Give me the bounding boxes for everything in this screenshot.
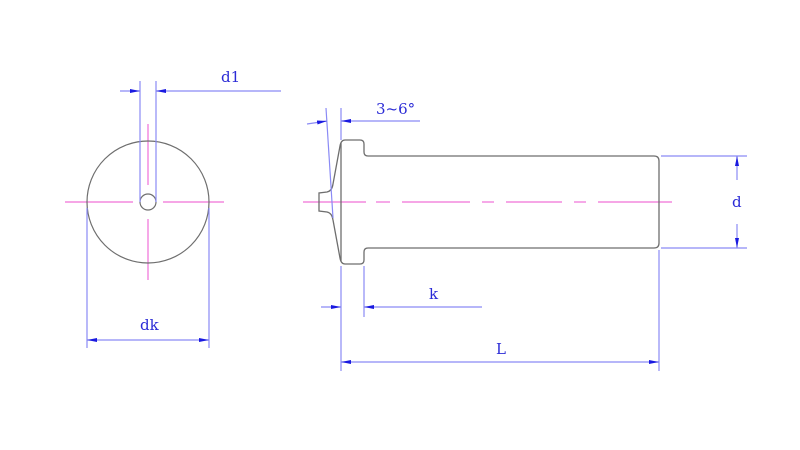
- stud-outline: [318, 139, 660, 265]
- L-label: L: [496, 340, 506, 358]
- tip-circle: [139, 193, 157, 211]
- L-dimension: L: [340, 250, 660, 371]
- d-dimension: d: [661, 155, 747, 249]
- dk-label: dk: [140, 316, 160, 334]
- angle-label: 3~6°: [376, 100, 415, 118]
- end-view: d1 dk: [65, 68, 281, 348]
- d1-label: d1: [221, 68, 240, 86]
- head-outline-circle: [86, 140, 210, 264]
- dk-dimension: dk: [86, 208, 210, 348]
- d1-dimension: d1: [120, 68, 281, 202]
- k-dimension: k: [321, 266, 482, 330]
- end-view-centerlines: [65, 124, 224, 280]
- k-label: k: [429, 285, 439, 303]
- angle-dimension: 3~6°: [306, 100, 420, 219]
- d-label: d: [732, 193, 742, 211]
- side-view: 3~6° k L: [303, 100, 747, 371]
